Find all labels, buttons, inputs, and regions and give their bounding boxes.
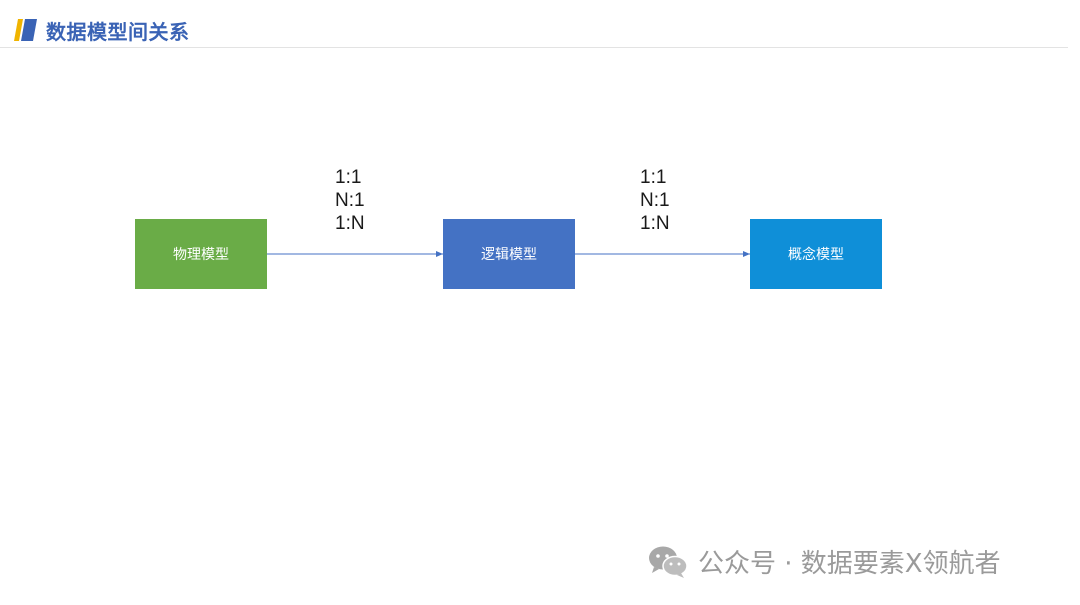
cardinality-many-to-one: N:1 [335,190,365,211]
watermark-text: 公众号 · 数据要素X领航者 [698,549,1001,579]
page-title: 数据模型间关系 [46,20,190,44]
watermark: 公众号 · 数据要素X领航者 [648,543,1001,580]
logo-icon [14,19,37,41]
wechat-icon [649,546,688,578]
cardinality-one-to-many: 1:N [335,213,365,234]
cardinality-many-to-one: N:1 [640,190,670,211]
logical-model-node: 逻辑模型 [443,219,575,289]
header-bar: 数据模型间关系 [0,0,1068,48]
cardinality-one-to-one: 1:1 [335,167,362,188]
cardinality-label-1: 1:1 N:1 1:N [335,166,395,235]
cardinality-label-2: 1:1 N:1 1:N [640,166,700,235]
cardinality-one-to-many: 1:N [640,213,670,234]
conceptual-model-node: 概念模型 [750,219,882,289]
physical-model-node: 物理模型 [135,219,267,289]
cardinality-one-to-one: 1:1 [640,167,667,188]
